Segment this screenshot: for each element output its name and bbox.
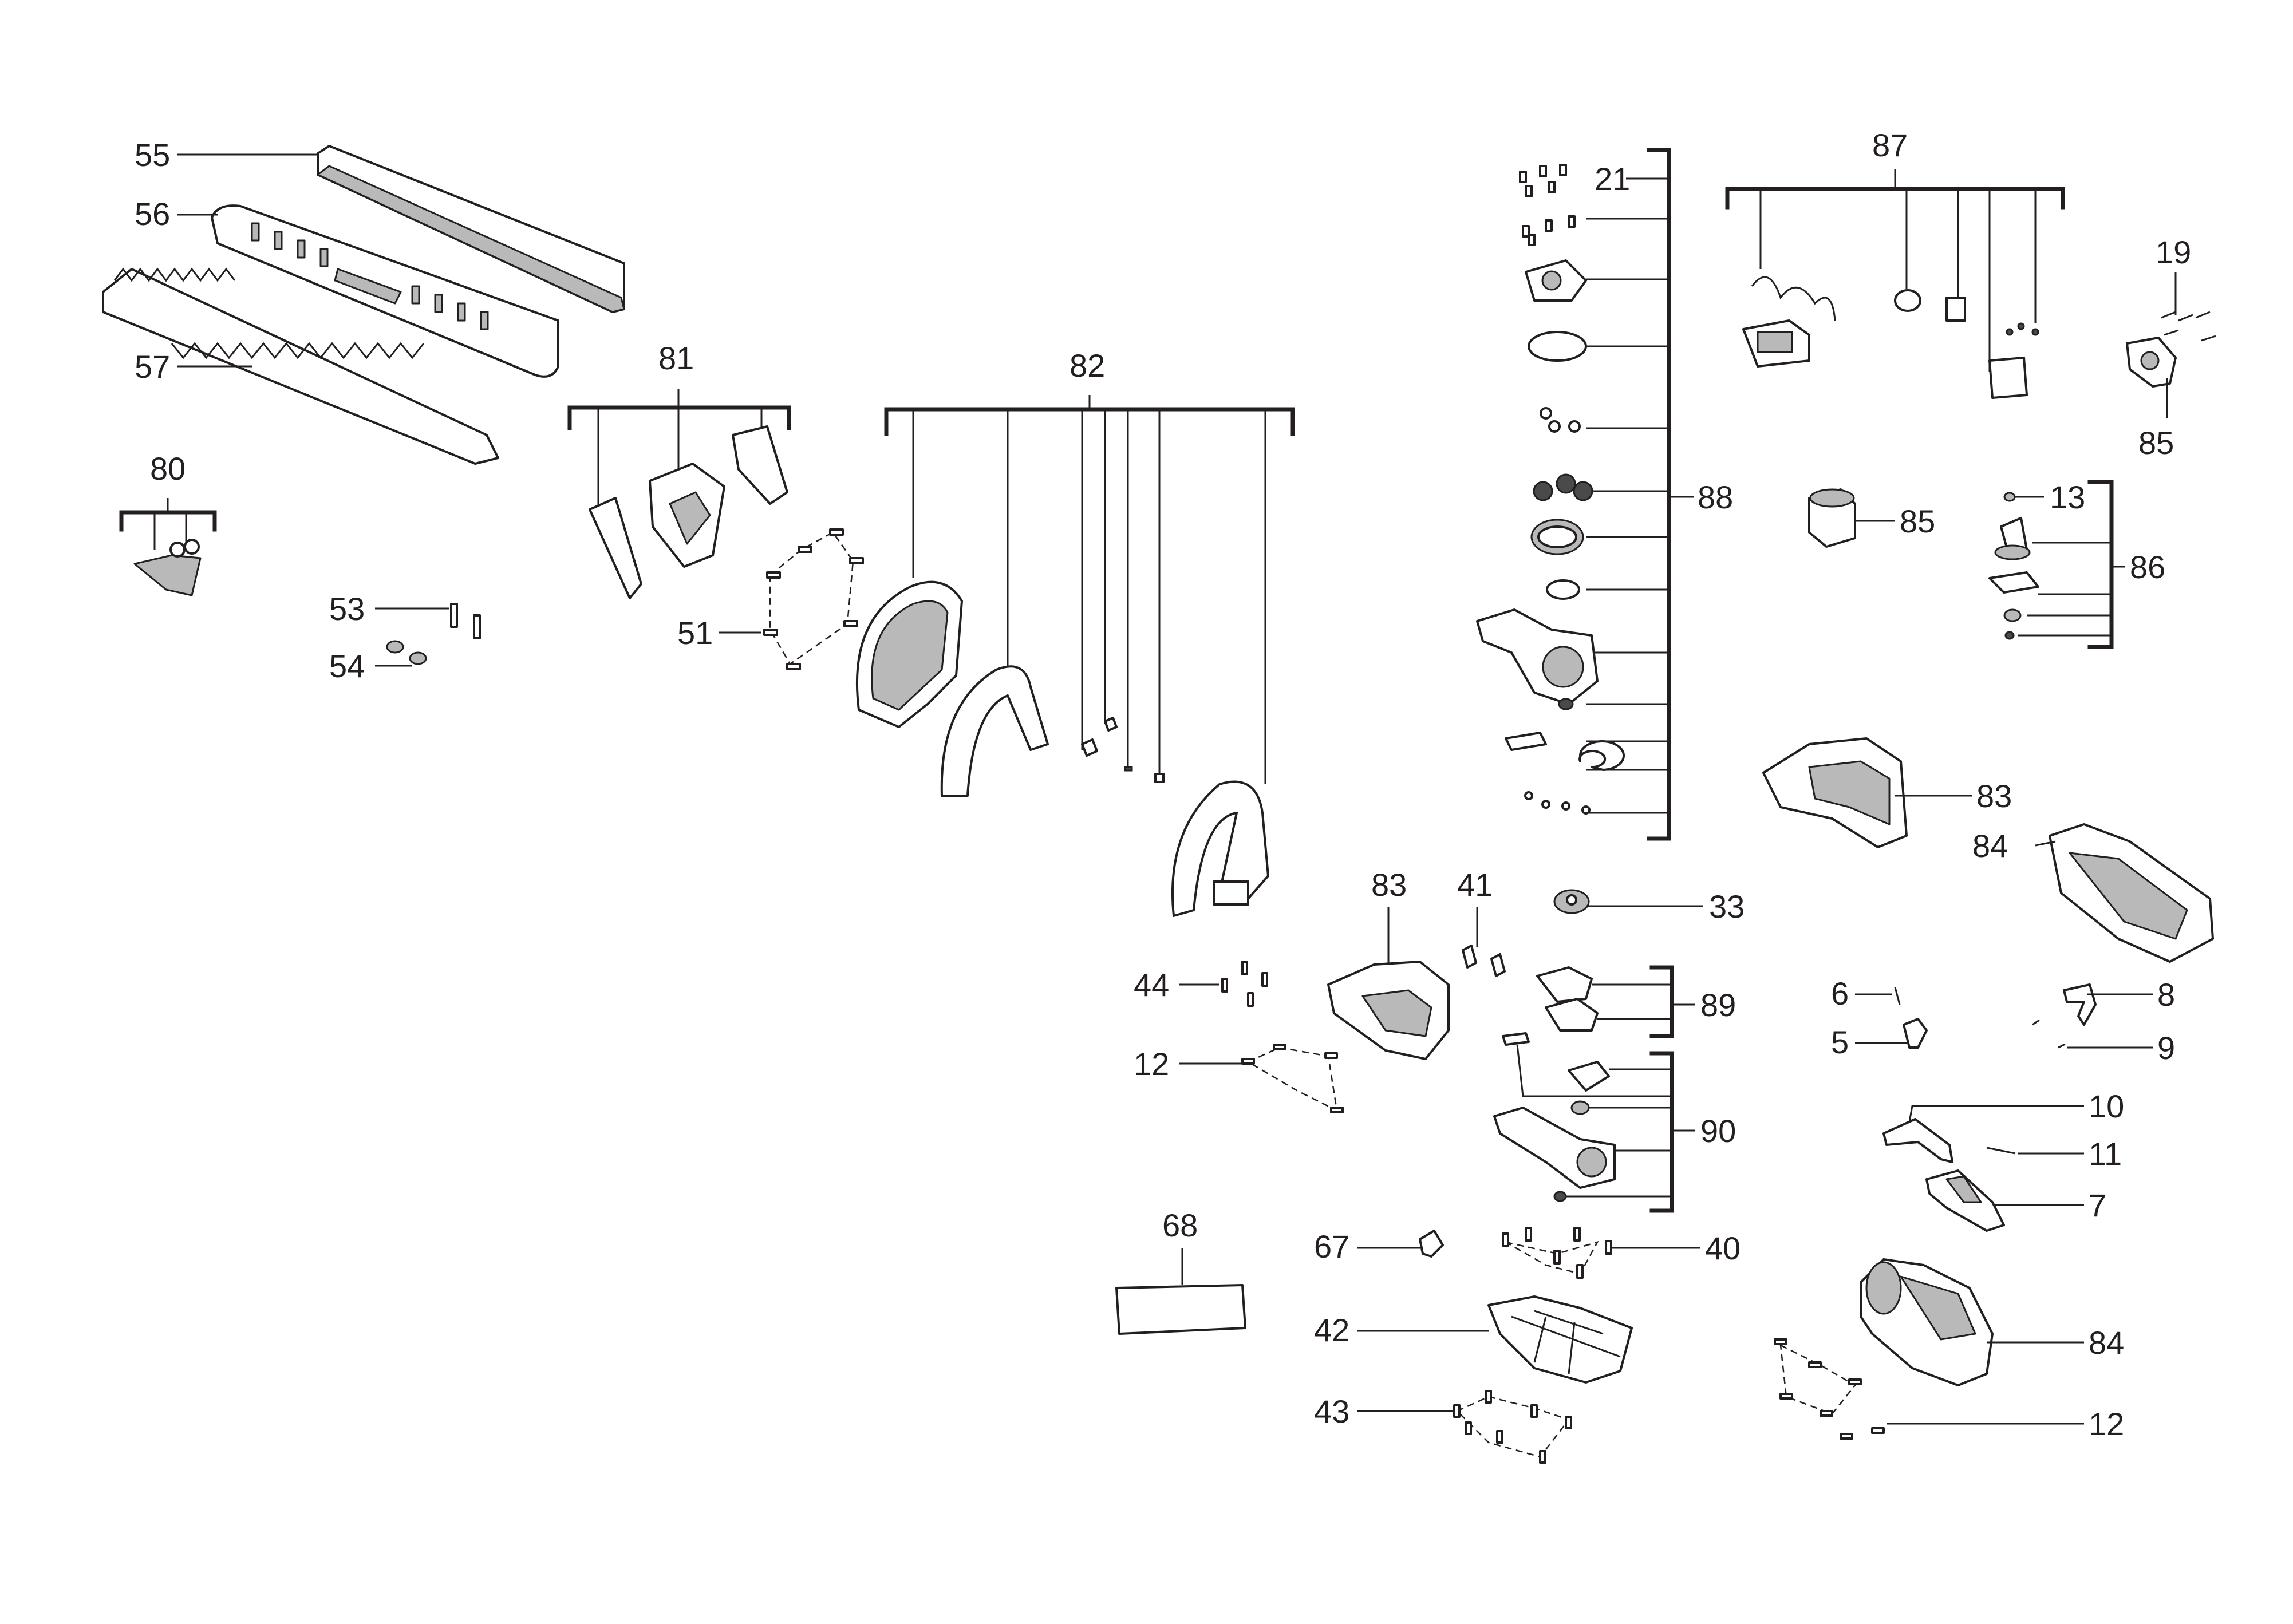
callout-6: 6 [1831,975,1849,1011]
part-55-blade-cover [317,145,625,313]
callout-12-bottom: 12 [2089,1406,2124,1442]
part-5-pin [1903,1018,1928,1049]
callout-83-top: 83 [1976,778,2012,814]
part-11-spring [1986,1147,2016,1155]
callout-85: 85 [1900,503,1935,539]
callout-88: 88 [1698,479,1733,515]
bracket-89 [1649,965,1674,1038]
part-85-motor [1808,488,1856,548]
part-67-clip [1419,1230,1444,1258]
part-56-blade-sheath [211,204,559,378]
part-90-gear-housing [1493,1032,1672,1202]
part-82-front-handle [855,580,1269,917]
part-8-lever [2063,983,2097,1026]
callout-51: 51 [677,615,713,651]
callout-56: 56 [135,196,170,232]
callout-10: 10 [2089,1088,2124,1124]
callout-55: 55 [135,137,170,173]
callout-83: 83 [1371,867,1407,903]
part-81-hand-guard [589,425,788,599]
callout-57: 57 [135,349,170,385]
callout-21: 21 [1595,161,1630,197]
part-12-screws-bottom [1774,1338,1885,1440]
part-43-screws [1453,1390,1572,1464]
bracket-80 [119,510,217,532]
part-84-battery-housing [1860,1258,1994,1386]
callout-11: 11 [2089,1136,2122,1172]
callout-84: 84 [2089,1325,2124,1361]
part-80-blade-tip-guard [133,539,202,596]
part-53-screws [450,603,481,639]
part-7-trigger [1925,1169,2005,1232]
part-40-screws [1502,1227,1612,1279]
bracket-88 [1647,148,1671,841]
callout-42: 42 [1314,1312,1349,1348]
part-86-armature [1988,492,2112,640]
part-41-clips [1462,945,1506,977]
callout-86: 86 [2130,549,2165,585]
part-68-label [1115,1284,1246,1335]
callout-89: 89 [1700,987,1736,1023]
part-88-gearbox-assembly [1476,164,1669,815]
part-42-base-plate [1487,1295,1633,1384]
callout-85-top: 85 [2138,425,2174,461]
callout-7: 7 [2089,1187,2106,1223]
callout-43: 43 [1314,1393,1349,1429]
callout-5: 5 [1831,1024,1849,1060]
part-33-gear [1553,889,1590,914]
part-84-housing-half [2049,823,2214,963]
callout-19: 19 [2156,234,2191,270]
callout-44: 44 [1134,967,1169,1003]
part-54-nuts [386,640,427,665]
callout-80: 80 [150,451,186,487]
callout-13: 13 [2050,479,2085,515]
part-51-screws [763,528,864,670]
part-19-screws [2161,311,2216,342]
part-83-lower-housing [1327,961,1450,1060]
part-10-trigger-lever [1882,1118,1953,1163]
part-89-plates [1536,966,1672,1032]
callout-12: 12 [1134,1046,1169,1082]
callout-67: 67 [1314,1228,1349,1265]
callout-33: 33 [1709,888,1745,924]
callout-9: 9 [2157,1030,2175,1066]
callout-68: 68 [1162,1207,1198,1243]
bracket-82 [884,407,1295,436]
callout-40: 40 [1705,1230,1741,1266]
part-87-electronics-assembly [1742,276,2039,399]
callout-41: 41 [1457,867,1493,903]
callout-82: 82 [1069,347,1105,384]
bracket-87 [1725,187,2065,210]
bracket-86 [2087,480,2114,649]
part-83-housing-half [1762,737,1908,848]
callout-81: 81 [658,340,694,376]
bracket-90 [1649,1051,1674,1213]
callout-53: 53 [329,591,365,627]
callout-84-top: 84 [1972,828,2008,864]
part-12-screws-center [1241,1044,1344,1113]
callout-54: 54 [329,648,365,684]
part-44-screws [1221,961,1268,1007]
callout-87: 87 [1872,127,1908,163]
callout-90: 90 [1700,1113,1736,1149]
part-57-cutting-blade [102,267,499,465]
part-85-switch-housing [2126,337,2177,388]
callout-8: 8 [2157,977,2175,1013]
